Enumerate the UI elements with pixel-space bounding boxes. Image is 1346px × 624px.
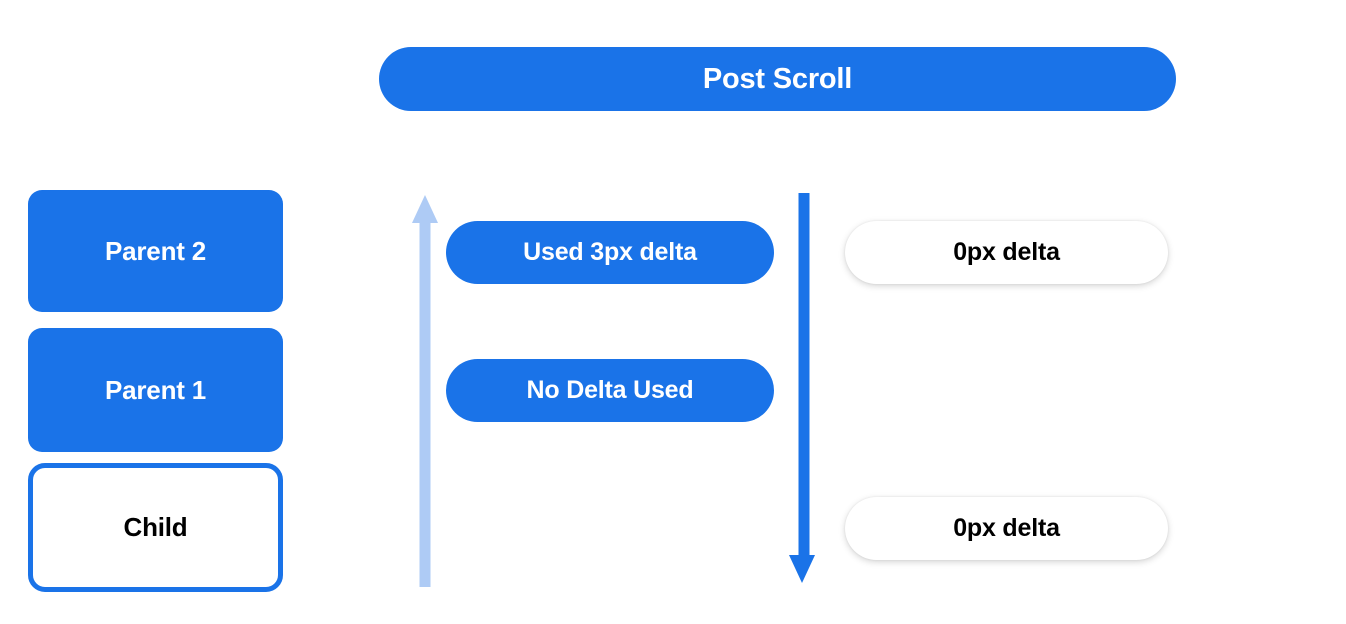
up-arrow-icon — [412, 195, 438, 587]
stack-box-label: Parent 2 — [104, 235, 206, 266]
banner-title: Post Scroll — [702, 62, 853, 95]
stack-box-parent-2: Parent 2 — [28, 190, 283, 312]
pill-label: Used 3px delta — [523, 238, 697, 266]
pill-used-delta: Used 3px delta — [446, 221, 774, 284]
stack-box-child: Child — [28, 463, 283, 592]
pill-zero-delta-bottom: 0px delta — [845, 497, 1168, 560]
pill-label: 0px delta — [953, 514, 1060, 542]
pill-label: 0px delta — [953, 238, 1060, 266]
stack-box-parent-1: Parent 1 — [28, 328, 283, 452]
pill-zero-delta-top: 0px delta — [845, 221, 1168, 284]
stack-box-label: Child — [123, 512, 188, 542]
down-arrow-icon — [789, 193, 815, 583]
pill-label: No Delta Used — [526, 376, 694, 404]
post-scroll-banner: Post Scroll — [379, 47, 1176, 111]
pill-no-delta-used: No Delta Used — [446, 359, 774, 422]
stack-box-label: Parent 1 — [104, 374, 206, 405]
